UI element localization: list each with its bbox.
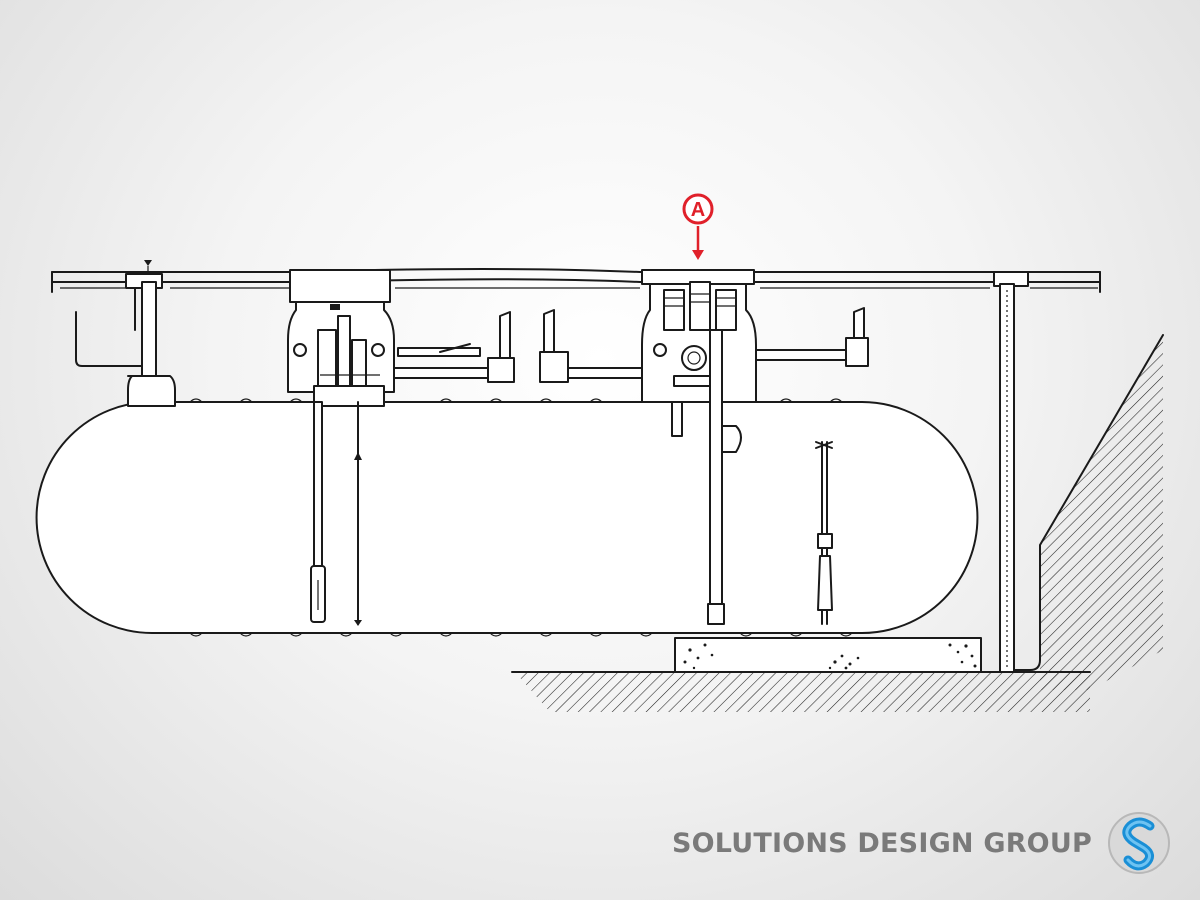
marker-a-arrowhead (692, 250, 704, 260)
gravel-speckles (683, 643, 977, 670)
monitoring-well (993, 271, 1031, 673)
surface-slab (51, 268, 1101, 293)
sdg-logo-icon (1108, 812, 1170, 874)
probe-rod (354, 401, 362, 626)
marker-a-circle (682, 193, 714, 225)
fill-drop-tube (707, 329, 742, 625)
dispenser-sump (641, 269, 757, 437)
tank-ribs (189, 398, 853, 637)
embankment-hatch (1040, 335, 1163, 690)
marker-a: A (682, 193, 714, 260)
level-probe (815, 441, 833, 625)
submersible-pump (310, 401, 326, 623)
base-pad (674, 637, 982, 673)
product-piping (393, 309, 651, 383)
right-piping (755, 307, 869, 367)
storage-tank (35, 401, 979, 634)
left-vent-riser (75, 260, 176, 407)
company-name: SOLUTIONS DESIGN GROUP (672, 828, 1092, 859)
marker-a-label: A (691, 199, 705, 221)
left-sump-manway (287, 269, 395, 407)
ground-hatch (515, 672, 1090, 712)
embankment-line (1014, 334, 1164, 671)
